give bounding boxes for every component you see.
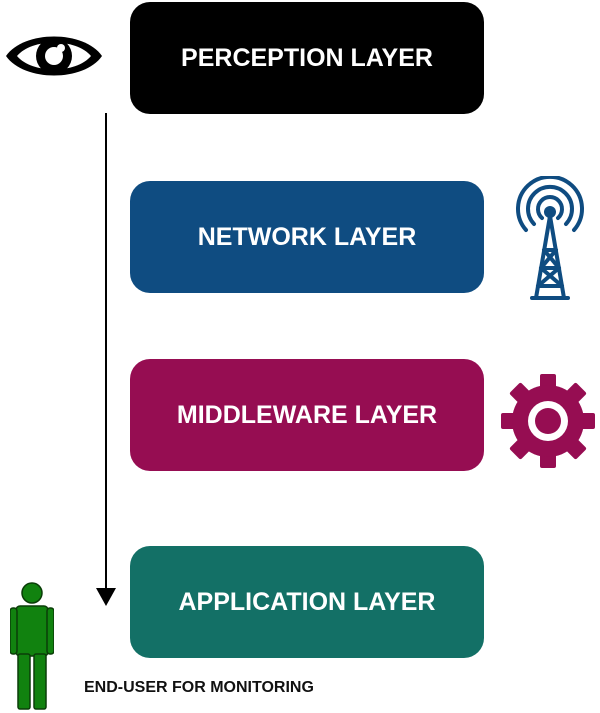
- user-icon: [10, 582, 54, 710]
- perception-layer-box: PERCEPTION LAYER: [130, 2, 484, 114]
- antenna-tower-icon: [516, 176, 584, 300]
- network-layer-label: NETWORK LAYER: [197, 222, 417, 251]
- perception-layer-label: PERCEPTION LAYER: [181, 43, 433, 72]
- flow-arrow-line: [105, 113, 107, 593]
- eye-icon: [6, 36, 102, 76]
- end-user-caption: END-USER FOR MONITORING: [84, 679, 314, 696]
- middleware-layer-box: MIDDLEWARE LAYER: [130, 359, 484, 471]
- network-layer-box: NETWORK LAYER: [130, 181, 484, 293]
- gear-icon: [501, 374, 595, 468]
- middleware-layer-label: MIDDLEWARE LAYER: [176, 400, 438, 429]
- flow-arrow-head: [96, 588, 116, 606]
- application-layer-box: APPLICATION LAYER: [130, 546, 484, 658]
- application-layer-label: APPLICATION LAYER: [178, 587, 436, 616]
